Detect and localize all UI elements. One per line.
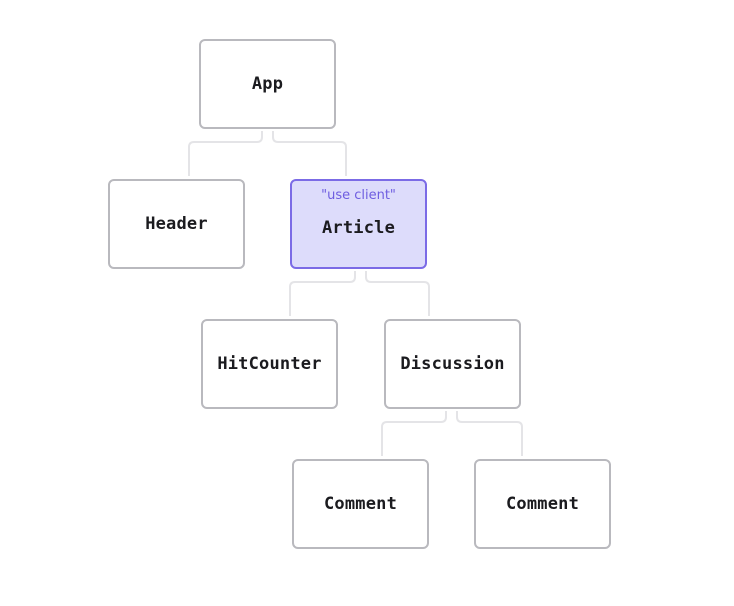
connector-article-hitcounter: [289, 271, 356, 316]
connector-app-header: [188, 131, 263, 176]
node-hitcounter-label: HitCounter: [217, 354, 322, 374]
node-discussion: Discussion: [384, 319, 521, 409]
node-hitcounter: HitCounter: [201, 319, 338, 409]
connector-app-article: [272, 131, 347, 176]
node-app-label: App: [251, 74, 284, 94]
node-article-label: Article: [321, 218, 396, 238]
node-discussion-label: Discussion: [400, 354, 505, 374]
node-header-label: Header: [145, 214, 208, 234]
node-comment-1: Comment: [292, 459, 429, 549]
node-comment-2-label: Comment: [505, 494, 580, 514]
node-comment-2: Comment: [474, 459, 611, 549]
connector-discussion-comment-1: [381, 411, 447, 456]
node-comment-1-label: Comment: [323, 494, 398, 514]
node-header: Header: [108, 179, 245, 269]
connector-article-discussion: [365, 271, 430, 316]
connector-discussion-comment-2: [456, 411, 523, 456]
use-client-directive: "use client": [321, 188, 396, 203]
node-article-client: "use client" Article: [290, 179, 427, 269]
node-app: App: [199, 39, 336, 129]
